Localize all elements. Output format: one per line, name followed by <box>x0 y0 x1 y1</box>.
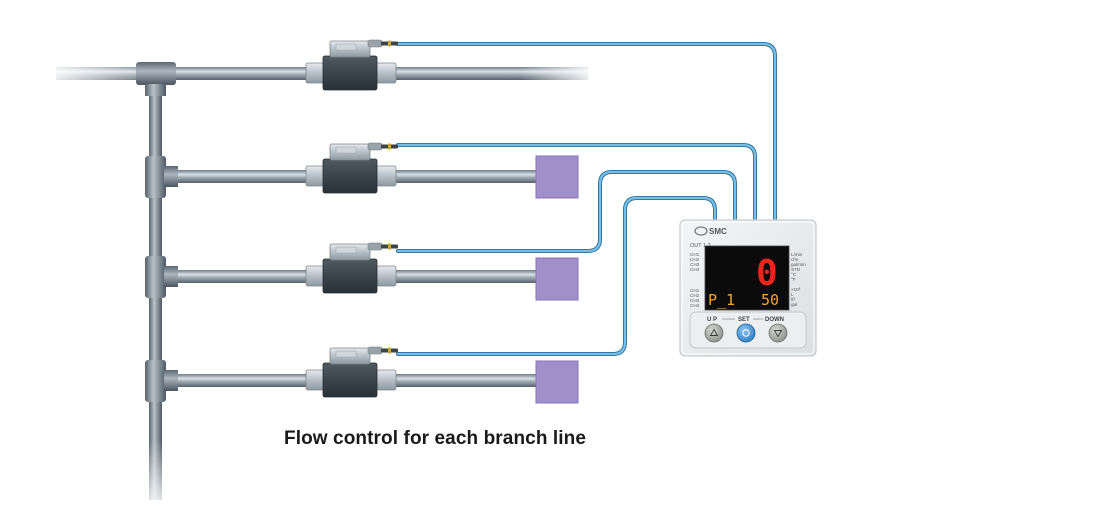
unit-5: °C <box>791 272 797 277</box>
flow-sensor-2 <box>305 142 398 194</box>
ch-top-1: CH1 <box>690 252 700 257</box>
lcd-screen <box>704 245 790 311</box>
ch-bottom-1: CH1 <box>690 288 700 293</box>
up-button[interactable] <box>704 323 724 343</box>
unit-2: cfm <box>791 257 799 262</box>
unit-10: gal <box>791 302 797 307</box>
ch-top-3: CH3 <box>690 262 700 267</box>
triangle-up-icon <box>709 328 719 336</box>
flow-sensor-3 <box>305 242 398 294</box>
unit-1: L/min <box>791 252 803 257</box>
load-box-4 <box>535 360 579 404</box>
sub-reading-right: 50 <box>761 291 779 309</box>
unit-4: STD <box>791 267 801 272</box>
circle-icon <box>742 329 750 337</box>
triangle-down-icon <box>773 330 783 338</box>
diagram-caption: Flow control for each branch line <box>284 428 587 449</box>
tee-4 <box>145 360 178 402</box>
flow-sensors <box>305 39 398 398</box>
down-label: DOWN <box>765 317 784 323</box>
branch-pipes <box>162 170 537 387</box>
tee-2 <box>145 156 178 198</box>
sub-reading-left: P_1 <box>708 291 735 309</box>
tee-fittings <box>136 62 178 402</box>
flow-sensor-1 <box>305 39 398 91</box>
unit-3: gal/min <box>791 262 806 267</box>
ch-top-2: CH2 <box>690 257 700 262</box>
out-label: OUT 1 2 <box>690 243 711 249</box>
ch-top-4: CH4 <box>690 267 700 272</box>
load-box-3 <box>535 257 579 301</box>
ch-bottom-2: CH2 <box>690 293 700 298</box>
unit-6: °F <box>791 277 796 282</box>
signal-cables <box>396 42 777 356</box>
unit-8: L <box>791 292 794 297</box>
brand-label: SMC <box>709 227 727 236</box>
main-reading: 0 <box>756 253 778 294</box>
tee-3 <box>145 256 178 298</box>
down-button[interactable] <box>768 323 788 343</box>
tee-top <box>136 62 176 96</box>
unit-7: ×10³ <box>791 287 801 292</box>
ch-bottom-4: CH4 <box>690 303 700 308</box>
set-button[interactable] <box>736 323 756 343</box>
set-label: SET <box>738 317 750 323</box>
ch-bottom-3: CH3 <box>690 298 700 303</box>
flow-monitor: SMC OUT 1 2 CH1 CH2 CH3 CH4 CH1 CH2 CH3 … <box>679 219 817 357</box>
load-box-2 <box>535 155 579 199</box>
flow-sensor-4 <box>305 346 398 398</box>
smc-logo: SMC <box>694 226 727 236</box>
unit-9: ft³ <box>791 297 796 302</box>
up-label: U P <box>707 317 717 323</box>
load-boxes <box>535 155 579 404</box>
